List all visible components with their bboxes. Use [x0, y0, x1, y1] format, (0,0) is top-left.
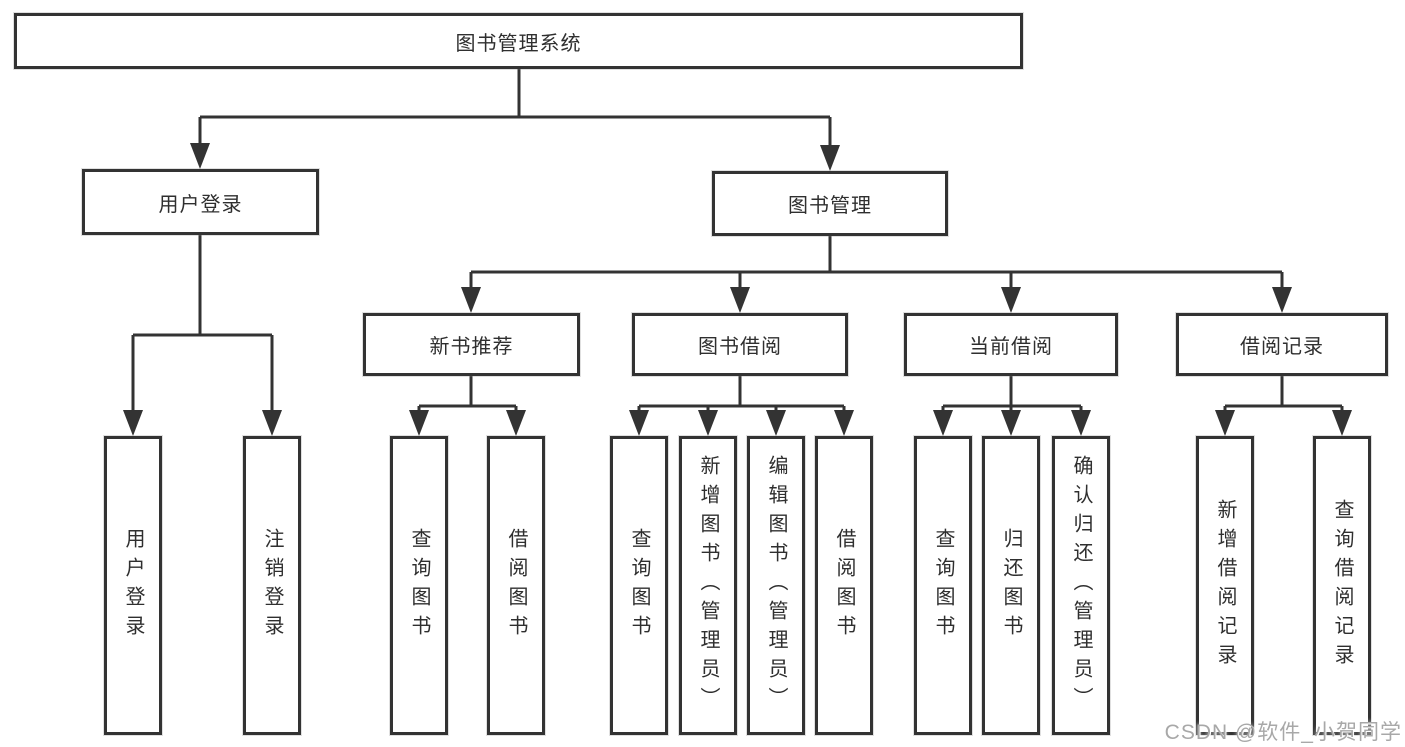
node-root: 图书管理系统 [14, 13, 1023, 69]
node-book-borrowing: 图书借阅 [632, 313, 848, 376]
leaf-logout-label: 注销登录 [261, 527, 283, 644]
node-user-login-label: 用户登录 [158, 193, 243, 216]
csdn-watermark: CSDN @软件_小贺同学 [1164, 721, 1402, 744]
leaf-edit-books-admin: 编辑图书（管理员） [747, 436, 805, 735]
leaf-add-books-admin-label: 新增图书（管理员） [697, 455, 719, 716]
leaf-return-books: 归还图书 [982, 436, 1040, 735]
node-current-borrowing: 当前借阅 [904, 313, 1118, 376]
leaf-query-books-2: 查询图书 [610, 436, 668, 735]
leaf-borrow-books-2: 借阅图书 [815, 436, 873, 735]
arrowheads [123, 143, 1352, 436]
leaf-borrow-books-1: 借阅图书 [487, 436, 545, 735]
node-new-book-recommendation-label: 新书推荐 [429, 336, 514, 358]
node-user-login: 用户登录 [82, 169, 319, 235]
node-current-borrowing-label: 当前借阅 [969, 336, 1053, 358]
leaf-query-books-1-label: 查询图书 [408, 527, 430, 644]
leaf-query-borrow-record: 查询借阅记录 [1313, 436, 1371, 735]
leaf-borrow-books-2-label: 借阅图书 [833, 527, 855, 644]
leaf-query-books-2-label: 查询图书 [628, 527, 650, 644]
leaf-add-borrow-record-label: 新增借阅记录 [1214, 498, 1236, 673]
leaf-user-login-label: 用户登录 [122, 527, 144, 644]
leaf-query-borrow-record-label: 查询借阅记录 [1331, 498, 1353, 673]
node-new-book-recommendation: 新书推荐 [363, 313, 580, 376]
leaf-confirm-return-admin: 确认归还（管理员） [1052, 436, 1110, 735]
node-borrowing-records-label: 借阅记录 [1240, 336, 1324, 358]
node-borrowing-records: 借阅记录 [1176, 313, 1388, 376]
leaf-logout: 注销登录 [243, 436, 301, 735]
leaf-confirm-return-admin-label: 确认归还（管理员） [1070, 455, 1092, 716]
node-root-label: 图书管理系统 [455, 32, 582, 55]
leaf-user-login: 用户登录 [104, 436, 162, 735]
node-book-management-label: 图书管理 [788, 195, 872, 217]
node-book-management: 图书管理 [712, 171, 948, 236]
leaf-add-borrow-record: 新增借阅记录 [1196, 436, 1254, 735]
leaf-query-books-3: 查询图书 [914, 436, 972, 735]
leaf-edit-books-admin-label: 编辑图书（管理员） [765, 455, 787, 716]
leaf-add-books-admin: 新增图书（管理员） [679, 436, 737, 735]
node-book-borrowing-label: 图书借阅 [698, 336, 782, 358]
leaf-query-books-3-label: 查询图书 [932, 527, 954, 644]
leaf-borrow-books-1-label: 借阅图书 [505, 527, 527, 644]
leaf-return-books-label: 归还图书 [1000, 527, 1022, 644]
leaf-query-books-1: 查询图书 [390, 436, 448, 735]
